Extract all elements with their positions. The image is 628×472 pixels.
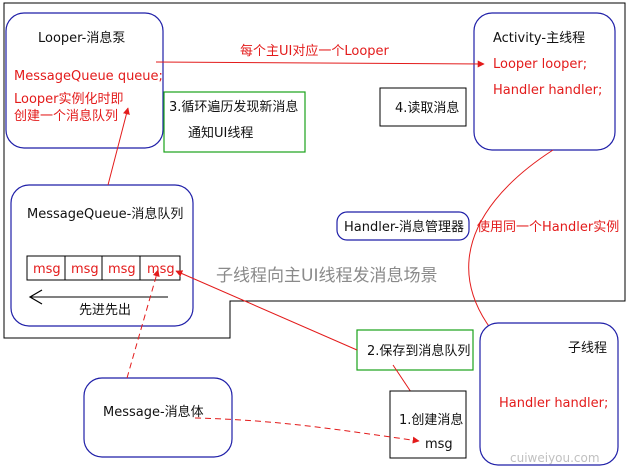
looper-note-line2: 创建一个消息队列: [14, 108, 118, 124]
per-thread-looper-label: 每个主UI对应一个Looper: [240, 43, 390, 59]
child-thread-box: [479, 322, 619, 466]
message-body-box: [83, 377, 233, 458]
handler-manager-label: Handler-消息管理器: [344, 219, 464, 235]
queue-msg-2: msg: [71, 262, 99, 277]
queue-msg-1: msg: [33, 262, 61, 277]
main-thread-frame: [3, 2, 626, 339]
activity-looper-field: Looper looper;: [493, 57, 587, 72]
step1-msg: msg: [425, 437, 453, 452]
queue-to-looper-arrow: [107, 107, 130, 186]
message-to-queue-dashed: [126, 269, 160, 379]
step4-box: [379, 87, 467, 127]
looper-title: Looper-消息泵: [38, 30, 125, 46]
step3-line1: 3.循环遍历发现新消息: [169, 99, 298, 115]
activity-handler-field: Handler handler;: [493, 83, 602, 98]
looper-note-line1: Looper实例化时即: [14, 92, 124, 107]
same-handler-label: 使用同一个Handler实例: [477, 219, 619, 235]
step2-label: 2.保存到消息队列: [367, 343, 470, 359]
looper-queue-field: MessageQueue queue;: [14, 69, 163, 84]
child-thread-handler-field: Handler handler;: [499, 396, 608, 411]
step4-label: 4.读取消息: [395, 100, 459, 116]
queue-msg-4: msg: [147, 262, 175, 277]
message-queue-title: MessageQueue-消息队列: [27, 206, 183, 222]
message-to-msg-dashed: [194, 417, 420, 444]
step2-box: [356, 329, 474, 371]
fifo-label: 先进先出: [79, 303, 131, 318]
scenario-title: 子线程向主UI线程发消息场景: [216, 266, 437, 286]
step1-title: 1.创建消息: [399, 412, 463, 428]
save-to-queue-arrow: [175, 270, 358, 351]
activity-box: [473, 12, 616, 151]
handler-manager-box: [336, 211, 470, 241]
step3-box: [163, 91, 306, 153]
queue-slot-4: [139, 255, 181, 281]
activity-title: Activity-主线程: [493, 31, 585, 46]
site-watermark: cuiweiyou.com: [510, 451, 600, 465]
child-thread-title: 子线程: [568, 341, 607, 356]
queue-msg-3: msg: [108, 262, 136, 277]
step3-line2: 通知UI线程: [188, 125, 253, 141]
message-body-title: Message-消息体: [103, 404, 204, 420]
looper-to-activity-arrow: [155, 60, 485, 68]
step1-box: [389, 390, 467, 459]
